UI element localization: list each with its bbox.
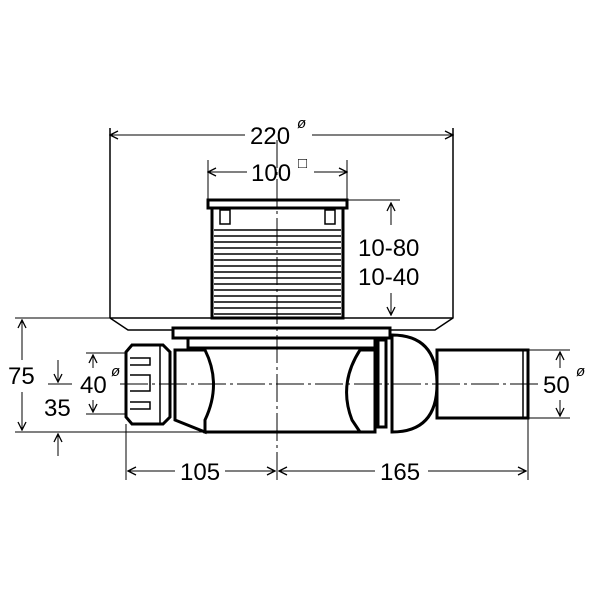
diameter-symbol: ø — [576, 363, 585, 380]
dim-label-40: 40 — [80, 372, 107, 399]
square-symbol: □ — [298, 155, 307, 172]
dim-label-50: 50 — [543, 372, 570, 399]
dimension-75: 75 — [8, 317, 205, 433]
dimension-220: 220 ø — [110, 115, 453, 150]
dimension-height-range: 10-80 10-40 — [347, 199, 419, 315]
dim-label-105: 105 — [180, 459, 220, 486]
diameter-symbol: ø — [111, 363, 120, 380]
dim-label-100: 100 — [251, 160, 291, 187]
dimension-165: 165 — [279, 418, 529, 486]
dim-label-35: 35 — [44, 395, 71, 422]
dimension-35: 35 — [44, 360, 72, 456]
dimension-105: 105 — [125, 424, 275, 486]
dim-label-165: 165 — [380, 459, 420, 486]
dimension-40: 40 ø — [80, 352, 126, 415]
dim-label-10-80: 10-80 — [358, 235, 419, 262]
diameter-symbol: ø — [297, 115, 306, 132]
drain-body — [173, 346, 377, 435]
dim-label-10-40: 10-40 — [358, 264, 419, 291]
dimension-50: 50 ø — [528, 349, 585, 419]
dim-label-220: 220 — [250, 123, 290, 150]
dim-label-75: 75 — [8, 363, 35, 390]
dimension-100: 100 □ — [208, 155, 347, 200]
